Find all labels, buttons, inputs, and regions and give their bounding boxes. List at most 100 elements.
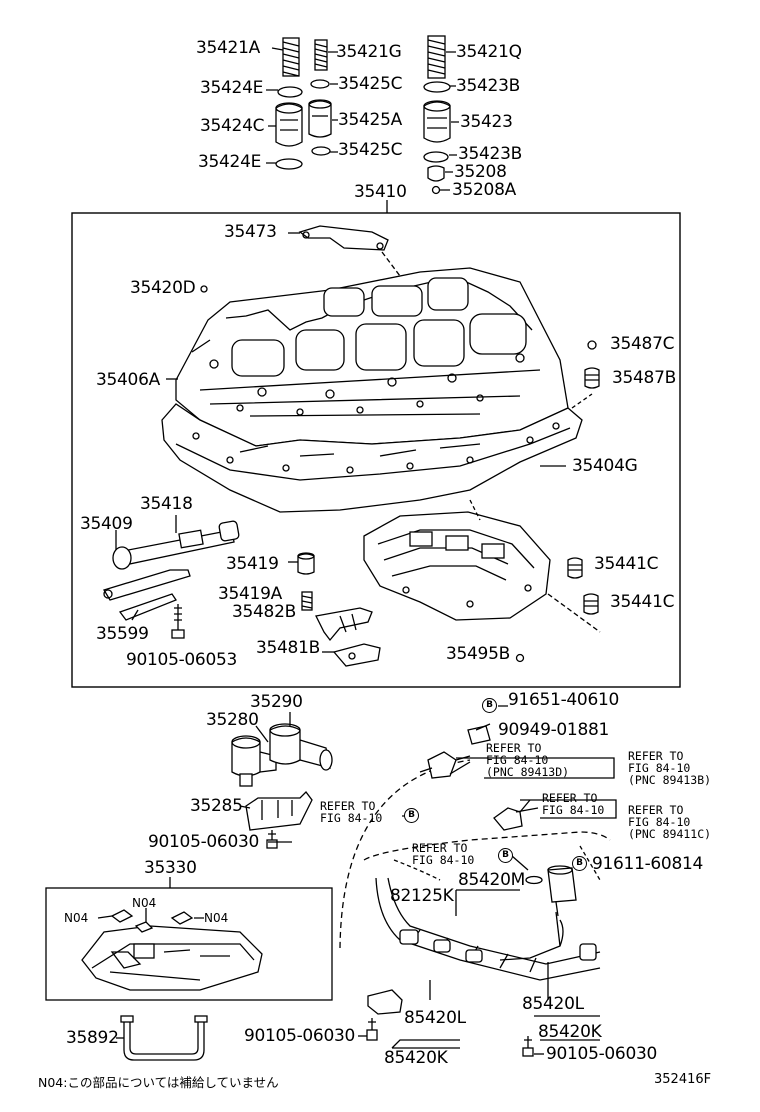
part-label: 85420M [458, 870, 525, 890]
connector-icon [367, 989, 403, 1015]
part-label: 90105-06030 [244, 1026, 355, 1046]
part-label: 35406A [96, 370, 160, 390]
part-label: 85420K [384, 1048, 448, 1068]
marker-b: B [572, 856, 587, 871]
part-label: 35330 [144, 858, 197, 878]
gasket-icon [110, 909, 194, 933]
note-code: N04 [64, 911, 89, 925]
o-ring-icon [275, 158, 303, 170]
spring-icon [282, 37, 300, 77]
part-label: 90105-06030 [148, 832, 259, 852]
part-label: 35482B [232, 602, 296, 622]
detent-spring-icon [315, 607, 373, 642]
bolt-icon [366, 1018, 378, 1041]
part-label: 35280 [206, 710, 259, 730]
part-label: 35441C [594, 554, 659, 574]
reference-note: REFER TO FIG 84-10 (PNC 89411C) [628, 803, 712, 842]
bolt-icon [171, 604, 185, 639]
o-ring-icon [200, 285, 208, 293]
part-label: 35404G [572, 456, 638, 476]
valve-sleeve-icon [297, 552, 315, 575]
o-ring-icon [525, 875, 543, 885]
clip-icon [467, 725, 491, 745]
part-label: 35473 [224, 222, 277, 242]
part-label: 35423 [460, 112, 513, 132]
part-label: 35487B [612, 368, 676, 388]
marker-b: B [404, 808, 419, 823]
plate-icon [298, 225, 389, 251]
part-label: 35425C [338, 140, 403, 160]
note-code: N04 [204, 911, 229, 925]
part-label: 35423B [456, 76, 520, 96]
separator-plate-icon [161, 403, 583, 513]
part-label: 90105-06030 [546, 1044, 657, 1064]
valve-sleeve-icon [275, 102, 303, 147]
o-ring-icon [277, 86, 303, 98]
sensor-icon [493, 799, 531, 831]
reference-note: REFER TO FIG 84-10 (PNC 89413B) [628, 749, 712, 788]
part-label: 35495B [446, 644, 510, 664]
part-label: 35421Q [456, 42, 522, 62]
part-label: 91611-60814 [592, 854, 703, 874]
spring-icon [314, 39, 328, 71]
part-label: 90949-01881 [498, 720, 609, 740]
marker-b: B [482, 698, 497, 713]
ball-icon [515, 653, 525, 663]
o-ring-icon [310, 79, 330, 89]
part-label: 85420L [522, 994, 584, 1014]
part-label: 35892 [66, 1028, 119, 1048]
part-label: 35208A [452, 180, 516, 200]
part-label: 35420D [130, 278, 196, 298]
valve-body-icon [175, 267, 569, 447]
part-label: 35441C [610, 592, 675, 612]
assembly-frame [71, 212, 681, 688]
part-label: 85420K [538, 1022, 602, 1042]
lever-icon [103, 569, 191, 621]
part-label: 35424C [200, 116, 265, 136]
sensor-icon [547, 865, 577, 917]
figure-code: 352416F [654, 1072, 712, 1087]
filter-icon [584, 340, 600, 389]
part-label: 35424E [198, 152, 262, 172]
part-label: 90105-06053 [126, 650, 237, 670]
part-label: 35423B [458, 144, 522, 164]
pipe-icon [120, 1015, 208, 1061]
part-label: 35487C [610, 334, 675, 354]
note-code: N04 [132, 896, 157, 910]
bracket-icon [245, 791, 313, 831]
o-ring-icon [423, 81, 451, 93]
part-label: 35424E [200, 78, 264, 98]
marker-b: B [498, 848, 513, 863]
manual-valve-icon [112, 520, 240, 570]
reference-note: REFER TO FIG 84-10 [542, 791, 605, 818]
part-label: 35409 [80, 514, 133, 534]
bolt-icon [266, 830, 278, 849]
o-ring-icon [423, 151, 449, 163]
part-label: 35419A [218, 584, 282, 604]
valve-sleeve-icon [308, 99, 332, 138]
strainer-frame [45, 887, 333, 1001]
part-label: 35418 [140, 494, 193, 514]
reference-note: REFER TO FIG 84-10 (PNC 89413D) [486, 741, 570, 780]
bolt-icon [522, 1036, 534, 1057]
check-ball-icon [427, 165, 445, 182]
part-label: 35481B [256, 638, 320, 658]
part-label: 35421A [196, 38, 260, 58]
part-label: 35425C [338, 74, 403, 94]
footnote: N04:この部品については補給していません [38, 1075, 279, 1090]
sensor-icon [419, 751, 471, 779]
solenoid-icon [269, 723, 333, 771]
part-label: 35419 [226, 554, 279, 574]
bracket-icon [332, 643, 381, 667]
part-label: 35599 [96, 624, 149, 644]
part-label: 35410 [354, 182, 407, 202]
part-label: 35208 [454, 162, 507, 182]
lower-valve-body-icon [363, 511, 551, 621]
ball-icon [431, 185, 441, 195]
reference-note: REFER TO FIG 84-10 [412, 841, 475, 868]
part-label: 35421G [336, 42, 402, 62]
part-label: 35290 [250, 692, 303, 712]
filter-icon [567, 557, 583, 579]
reference-note: REFER TO FIG 84-10 [320, 799, 383, 826]
